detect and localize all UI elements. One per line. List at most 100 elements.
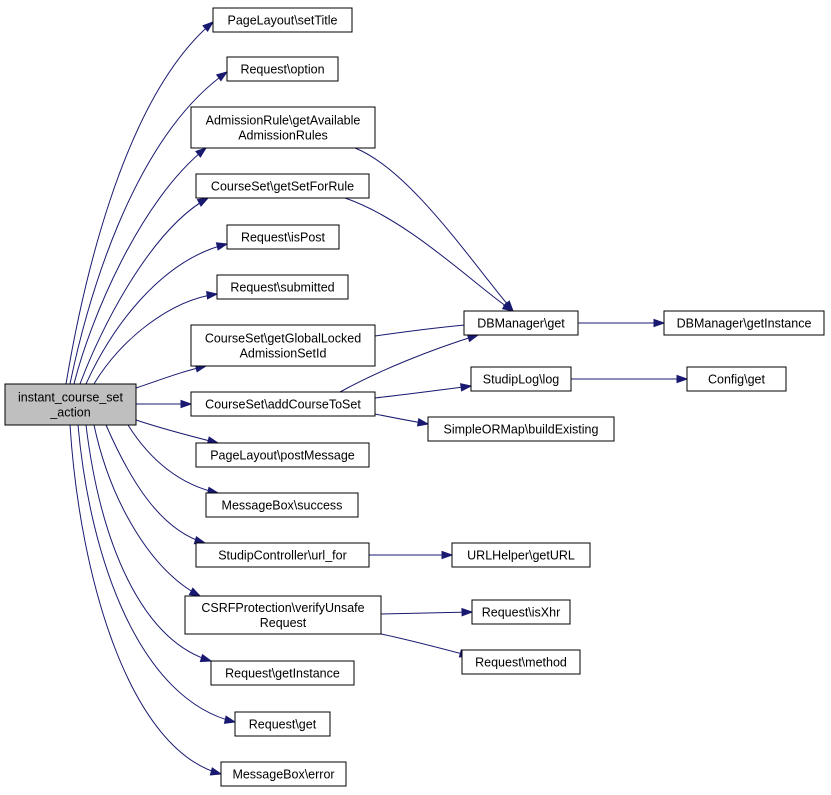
edge-line bbox=[105, 424, 206, 544]
edge-arrowhead bbox=[416, 417, 430, 427]
node-box[interactable] bbox=[663, 310, 825, 336]
edge-root-to-postMessage bbox=[135, 419, 220, 445]
edge-line bbox=[339, 334, 479, 393]
edge-line bbox=[69, 424, 222, 775]
edge-arrowhead bbox=[199, 653, 213, 663]
node-box[interactable] bbox=[463, 310, 579, 336]
root-node-box[interactable] bbox=[4, 383, 137, 426]
edge-arrowhead bbox=[223, 715, 237, 724]
node-box[interactable] bbox=[190, 324, 376, 367]
node-setTitle[interactable]: PageLayout\setTitle bbox=[212, 7, 353, 33]
node-configGet[interactable]: Config\get bbox=[686, 366, 787, 392]
node-dbGetInstance[interactable]: DBManager\getInstance bbox=[663, 310, 825, 336]
node-label: Request\option bbox=[240, 63, 324, 77]
node-box[interactable] bbox=[190, 391, 376, 417]
node-box[interactable] bbox=[226, 56, 339, 82]
edge-root-to-reqGet bbox=[77, 424, 237, 724]
node-getSetForRule[interactable]: CourseSet\getSetForRule bbox=[195, 173, 370, 199]
edge-line bbox=[93, 424, 201, 597]
node-getInstanceReq[interactable]: Request\getInstance bbox=[210, 660, 355, 686]
node-box[interactable] bbox=[471, 599, 571, 625]
node-label: StudipController\url_for bbox=[218, 549, 347, 563]
edge-line bbox=[93, 293, 218, 385]
node-box[interactable] bbox=[195, 173, 370, 199]
node-label: Request\isXhr bbox=[482, 606, 561, 620]
node-label: URLHelper\getURL bbox=[467, 549, 575, 563]
node-box[interactable] bbox=[461, 649, 581, 675]
node-box[interactable] bbox=[212, 7, 353, 33]
edge-arrowhead bbox=[215, 242, 229, 251]
edge-csrf-to-method bbox=[380, 633, 472, 658]
node-label: Request\submitted bbox=[230, 281, 334, 295]
node-box[interactable] bbox=[427, 416, 615, 442]
node-option[interactable]: Request\option bbox=[226, 56, 339, 82]
edge-addCourse-to-dbGet bbox=[339, 334, 480, 393]
edge-root-to-getInstanceReq bbox=[85, 424, 213, 663]
edge-line bbox=[135, 419, 219, 444]
node-box[interactable] bbox=[195, 542, 370, 568]
edge-urlFor-to-getURL bbox=[369, 550, 454, 560]
edge-arrowhead bbox=[501, 301, 515, 312]
node-box[interactable] bbox=[195, 442, 370, 468]
node-getURL[interactable]: URLHelper\getURL bbox=[451, 542, 591, 568]
node-urlFor[interactable]: StudipController\url_for bbox=[195, 542, 370, 568]
node-label: AdmissionRules bbox=[238, 129, 328, 143]
node-label: DBManager\getInstance bbox=[677, 317, 812, 331]
edge-arrowhead bbox=[676, 374, 689, 384]
node-success[interactable]: MessageBox\success bbox=[205, 492, 359, 518]
node-label: MessageBox\error bbox=[232, 768, 334, 782]
node-box[interactable] bbox=[234, 711, 331, 737]
node-isPost[interactable]: Request\isPost bbox=[226, 224, 340, 250]
edge-line bbox=[344, 197, 514, 312]
edge-root-to-urlFor bbox=[105, 424, 207, 545]
edge-root-to-submitted bbox=[93, 291, 219, 385]
node-box[interactable] bbox=[686, 366, 787, 392]
node-label: CourseSet\addCourseToSet bbox=[205, 398, 361, 412]
edge-csrf-to-isXhr bbox=[380, 607, 474, 617]
node-root[interactable]: instant_course_set_action bbox=[4, 383, 137, 426]
edge-addCourse-to-buildExisting bbox=[374, 413, 430, 427]
node-studipLog[interactable]: StudipLog\log bbox=[470, 366, 572, 392]
node-isXhr[interactable]: Request\isXhr bbox=[471, 599, 571, 625]
edge-line bbox=[354, 147, 514, 312]
edge-arrowhead bbox=[195, 147, 208, 158]
node-box[interactable] bbox=[190, 106, 376, 149]
edge-line bbox=[79, 197, 209, 385]
node-box[interactable] bbox=[184, 595, 382, 635]
edge-root-to-csrf bbox=[93, 424, 202, 597]
node-box[interactable] bbox=[226, 224, 340, 250]
edge-getGlobal-to-dbGet bbox=[374, 320, 478, 337]
node-box[interactable] bbox=[470, 366, 572, 392]
edge-root-to-getSetForRule bbox=[79, 197, 210, 385]
node-submitted[interactable]: Request\submitted bbox=[216, 274, 349, 300]
node-box[interactable] bbox=[210, 660, 355, 686]
node-box[interactable] bbox=[205, 492, 359, 518]
edge-arrowhead bbox=[653, 318, 666, 328]
node-reqGet[interactable]: Request\get bbox=[234, 711, 331, 737]
node-box[interactable] bbox=[216, 274, 349, 300]
edge-line bbox=[65, 21, 214, 385]
edge-line bbox=[85, 243, 228, 385]
node-label: MessageBox\success bbox=[222, 499, 343, 513]
edge-line bbox=[73, 147, 207, 385]
node-method[interactable]: Request\method bbox=[461, 649, 581, 675]
node-label: AdmissionRule\getAvailable bbox=[206, 114, 361, 128]
edge-arrowhead bbox=[441, 550, 454, 560]
node-postMessage[interactable]: PageLayout\postMessage bbox=[195, 442, 370, 468]
node-addCourse[interactable]: CourseSet\addCourseToSet bbox=[190, 391, 376, 417]
node-label: instant_course_set bbox=[18, 391, 123, 405]
node-label: PageLayout\postMessage bbox=[210, 449, 355, 463]
node-buildExisting[interactable]: SimpleORMap\buildExisting bbox=[427, 416, 615, 442]
edge-arrowhead bbox=[461, 607, 474, 617]
node-dbGet[interactable]: DBManager\get bbox=[463, 310, 579, 336]
node-error[interactable]: MessageBox\error bbox=[220, 761, 347, 787]
node-label: StudipLog\log bbox=[483, 373, 560, 387]
node-box[interactable] bbox=[220, 761, 347, 787]
edge-root-to-isPost bbox=[85, 242, 229, 385]
node-box[interactable] bbox=[451, 542, 591, 568]
node-label: Request bbox=[260, 616, 307, 630]
